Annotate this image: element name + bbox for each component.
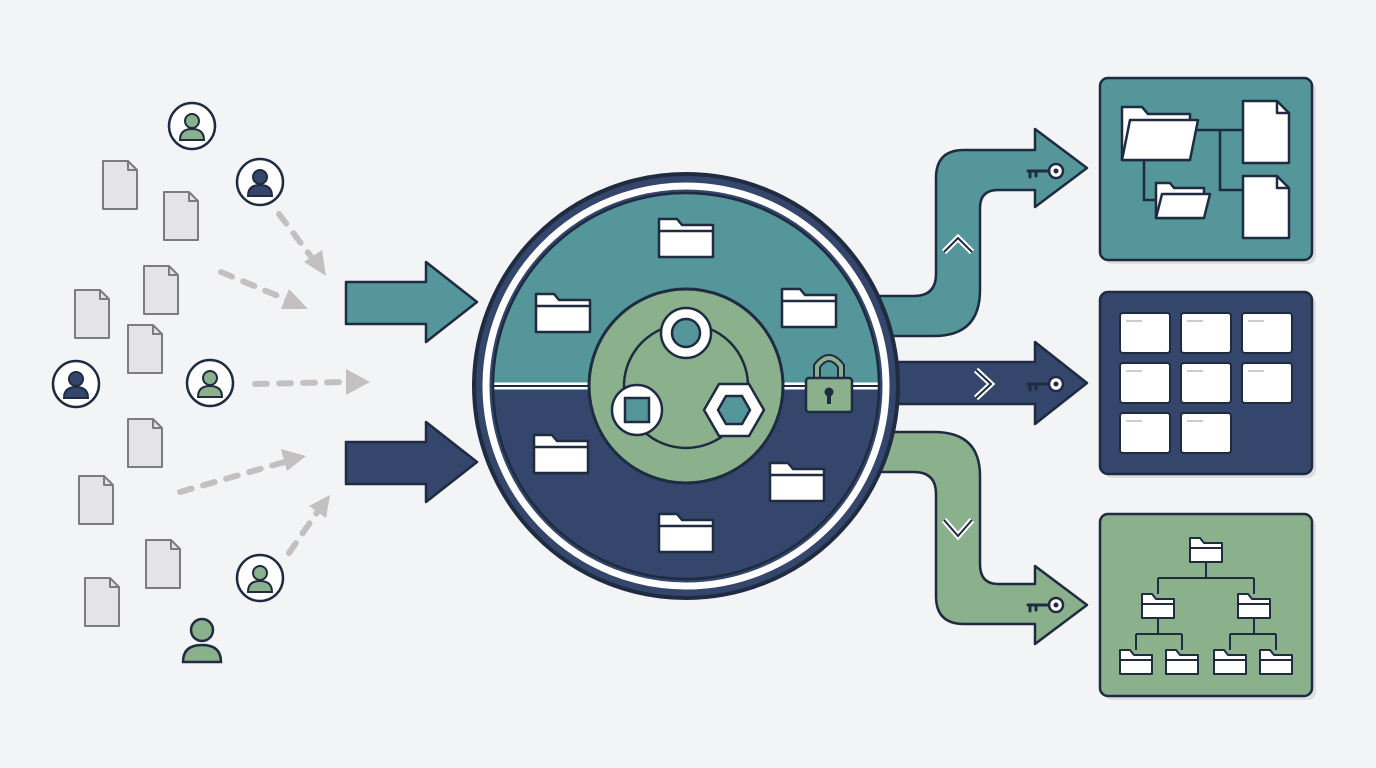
document-icon bbox=[84, 577, 120, 627]
dashed-arrow bbox=[252, 379, 349, 387]
folder-icon bbox=[534, 292, 592, 334]
grid-card bbox=[1119, 362, 1171, 404]
input-arrow-bottom bbox=[344, 420, 479, 504]
document-icon bbox=[145, 539, 181, 589]
folder-icon bbox=[1165, 649, 1199, 675]
open-folder-icon bbox=[1120, 118, 1200, 162]
output-arrow-middle bbox=[868, 340, 1089, 426]
document-icon bbox=[102, 160, 138, 210]
grid-card bbox=[1119, 312, 1171, 354]
tree-folders bbox=[1119, 537, 1293, 675]
document-icon bbox=[127, 324, 163, 374]
document-icon bbox=[74, 289, 110, 339]
folder-icon bbox=[1189, 537, 1223, 563]
grid-card bbox=[1241, 312, 1293, 354]
dashed-arrowheads bbox=[281, 250, 370, 518]
padlock-icon bbox=[804, 354, 854, 414]
user-avatar-icon bbox=[235, 157, 285, 207]
output-arrow-bottom bbox=[868, 430, 1089, 646]
document-icon bbox=[1241, 99, 1291, 165]
folder-icon bbox=[1141, 593, 1175, 619]
folder-icon bbox=[657, 512, 715, 554]
folder-icon bbox=[657, 217, 715, 259]
folder-icon bbox=[780, 287, 838, 329]
output-panel-hierarchy bbox=[1098, 76, 1316, 264]
folder-icon bbox=[1119, 649, 1153, 675]
document-icon bbox=[163, 191, 199, 241]
user-avatar-icon bbox=[167, 101, 217, 151]
folder-icon bbox=[1259, 649, 1293, 675]
grid-card bbox=[1180, 412, 1232, 454]
central-hub bbox=[472, 172, 900, 600]
folder-icon bbox=[532, 433, 590, 475]
document-icon bbox=[1241, 174, 1291, 240]
output-panel-grid bbox=[1098, 290, 1316, 478]
grid-card bbox=[1180, 362, 1232, 404]
grid-card bbox=[1241, 362, 1293, 404]
grid-card bbox=[1180, 312, 1232, 354]
arrowhead bbox=[281, 449, 306, 471]
dashed-arrow bbox=[276, 211, 315, 261]
chevron-up-icon bbox=[943, 236, 973, 253]
user-avatar-icon bbox=[185, 358, 235, 408]
document-icon bbox=[78, 475, 114, 525]
folder-icon bbox=[1154, 181, 1212, 220]
user-avatar-icon bbox=[181, 617, 223, 664]
input-arrow-top bbox=[344, 260, 479, 344]
dashed-arrow bbox=[177, 458, 291, 495]
dashed-arrows bbox=[177, 211, 349, 556]
chevron-right-icon bbox=[975, 369, 993, 399]
folder-icon bbox=[1237, 593, 1271, 619]
folder-icon bbox=[768, 461, 826, 503]
output-arrow-top bbox=[868, 127, 1089, 338]
grid-cards bbox=[1119, 312, 1293, 454]
document-icon bbox=[143, 265, 179, 315]
document-icon bbox=[127, 418, 163, 468]
user-avatar-icon bbox=[235, 553, 285, 603]
chevron-down-icon bbox=[943, 519, 973, 538]
square-node bbox=[610, 383, 664, 437]
dashed-arrow bbox=[218, 269, 293, 304]
user-avatar-icon bbox=[51, 359, 101, 409]
arrowhead bbox=[281, 289, 308, 309]
arrowhead bbox=[304, 250, 326, 276]
grid-card bbox=[1119, 412, 1171, 454]
dashed-arrow bbox=[286, 508, 321, 556]
arrowhead bbox=[309, 495, 330, 518]
hexagon-node bbox=[702, 382, 766, 438]
folder-icon bbox=[1213, 649, 1247, 675]
source-users bbox=[51, 101, 285, 664]
output-panel-tree bbox=[1098, 512, 1316, 700]
arrowhead bbox=[346, 369, 370, 395]
circle-node bbox=[659, 306, 713, 360]
